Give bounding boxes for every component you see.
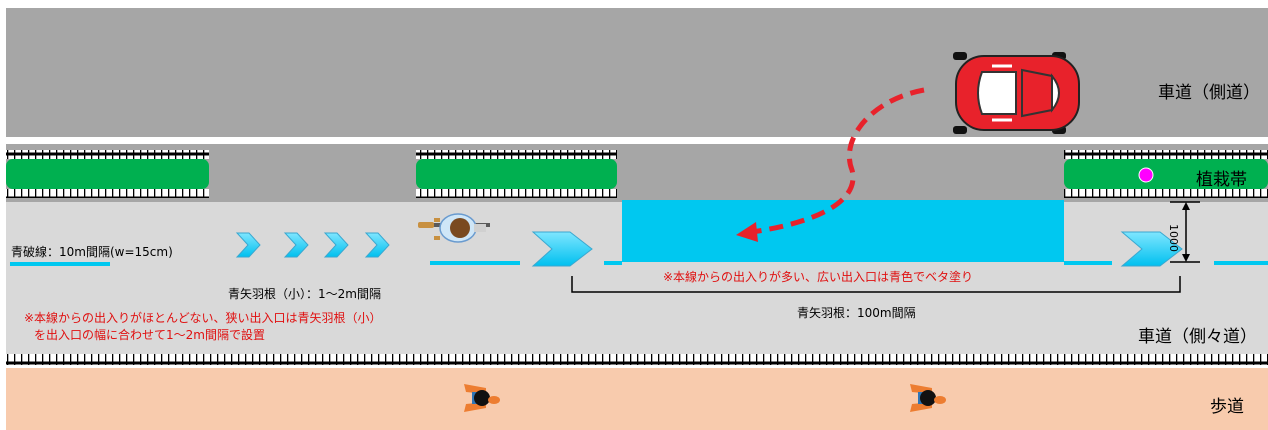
note-small-exits-line1: ※本線からの出入りがほとんどない、狭い出入口は青矢羽根（小） bbox=[24, 311, 382, 325]
chevron-arrow-icon bbox=[283, 232, 309, 258]
planting-strip-label: 植栽帯 bbox=[1196, 170, 1247, 190]
planting-strip-center bbox=[416, 150, 617, 198]
side-side-road-label: 車道（側々道） bbox=[1138, 327, 1257, 347]
turn-arrow-icon bbox=[736, 87, 925, 242]
chevron-arrow-icon bbox=[235, 232, 261, 258]
note-large-exits: ※本線からの出入りが多い、広い出入口は青色でベタ塗り bbox=[663, 270, 974, 284]
planting-marker-icon bbox=[1138, 167, 1154, 183]
curb-bottom bbox=[6, 354, 1268, 365]
side-road-label: 車道（側道） bbox=[1158, 83, 1260, 103]
planting-strip-left bbox=[6, 150, 209, 198]
small-chevron-arrows bbox=[235, 232, 390, 258]
blue-paint-area bbox=[622, 200, 1064, 262]
pedestrian-icon bbox=[910, 384, 946, 412]
chevron-arrow-icon bbox=[364, 232, 390, 258]
arrow-interval-label: 青矢羽根：100m間隔 bbox=[797, 306, 916, 320]
dimension-arrow bbox=[1170, 201, 1200, 263]
small-arrows-interval-label: 青矢羽根（小）：1～2m間隔 bbox=[228, 287, 381, 301]
blue-dashed-line-label: 青破線：10m間隔(w=15cm) bbox=[11, 245, 173, 259]
bicycle-icon bbox=[418, 213, 490, 243]
car-icon bbox=[953, 52, 1080, 134]
blue-dashed-line bbox=[10, 261, 1268, 266]
dimension-label: 1000 bbox=[1167, 224, 1180, 252]
side-road bbox=[6, 8, 1268, 137]
note-small-exits-line2: を出入口の幅に合わせて1～2m間隔で設置 bbox=[34, 328, 265, 342]
chevron-arrow-icon bbox=[531, 231, 593, 267]
sidewalk-label: 歩道 bbox=[1210, 397, 1244, 417]
interval-bracket bbox=[571, 276, 1181, 293]
median-gray bbox=[6, 144, 1268, 202]
chevron-arrow-icon bbox=[1120, 231, 1183, 267]
planting-strip-right bbox=[1064, 150, 1268, 198]
chevron-arrow-icon bbox=[323, 232, 349, 258]
sidewalk-area bbox=[6, 368, 1268, 430]
pedestrian-icon bbox=[464, 384, 500, 412]
